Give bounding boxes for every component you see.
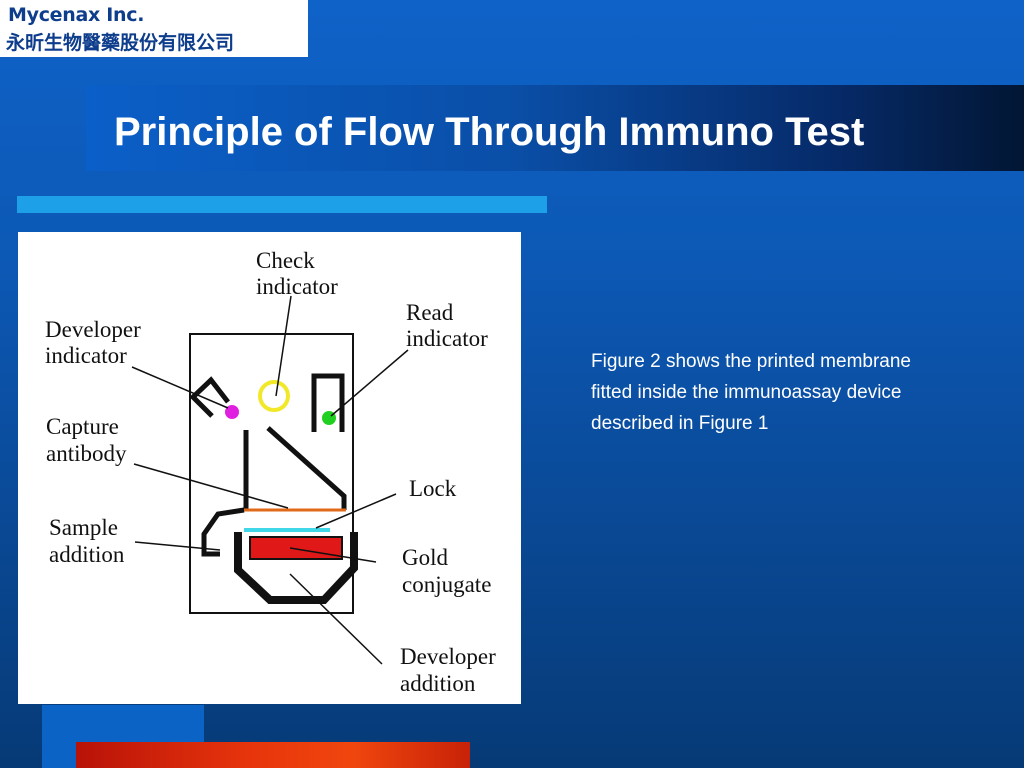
label-gold-conjugate-line1: Gold [402,545,449,570]
sample-well [201,507,245,557]
label-capture-antibody-line2: antibody [46,441,127,466]
label-capture-antibody-line1: Capture [46,414,119,439]
label-lock: Lock [409,476,457,501]
label-check-indicator-line1: Check [256,248,315,273]
gold-conjugate-pad [249,536,343,560]
label-read-indicator-line1: Read [406,300,454,325]
logo-name-chinese: 永昕生物醫藥股份有限公司 [6,32,235,54]
label-developer-indicator-line1: Developer [45,317,141,342]
flow-through-diagram: Check indicator Read indicator Developer… [45,248,496,696]
accent-bar [17,196,547,213]
label-sample-addition-line2: addition [49,542,125,567]
label-sample-addition-line1: Sample [49,515,118,540]
title-band [86,85,1024,171]
leader-gold [289,547,377,563]
slide-title: Principle of Flow Through Immuno Test [114,110,865,154]
label-developer-addition-line2: addition [400,671,476,696]
developer-chevron [189,376,230,418]
figure-description: Figure 2 shows the printed membrane fitt… [591,351,911,434]
right-channel [266,426,347,510]
decorative-red-bar [76,742,470,768]
label-gold-conjugate-line2: conjugate [402,572,491,597]
leader-lock [315,493,397,529]
membrane-outline [189,333,354,614]
check-indicator-ring [258,380,290,412]
label-read-indicator-line2: indicator [406,326,488,351]
company-logo: Mycenax Inc. 永昕生物醫藥股份有限公司 [0,0,308,57]
developer-indicator-dot [225,405,239,419]
leader-capture [133,463,289,509]
leader-developer-indicator [131,366,229,409]
leader-read [330,349,409,417]
label-developer-addition-line1: Developer [400,644,496,669]
developer-well [234,532,358,604]
logo-name-english: Mycenax Inc. [8,4,145,26]
leader-sample [134,541,221,551]
leader-developer-addition [289,573,383,665]
label-check-indicator-line2: indicator [256,274,338,299]
leader-check [275,295,292,397]
label-developer-indicator-line2: indicator [45,343,127,368]
figure-panel: Check indicator Read indicator Developer… [18,232,521,704]
read-indicator-channel [311,373,345,432]
